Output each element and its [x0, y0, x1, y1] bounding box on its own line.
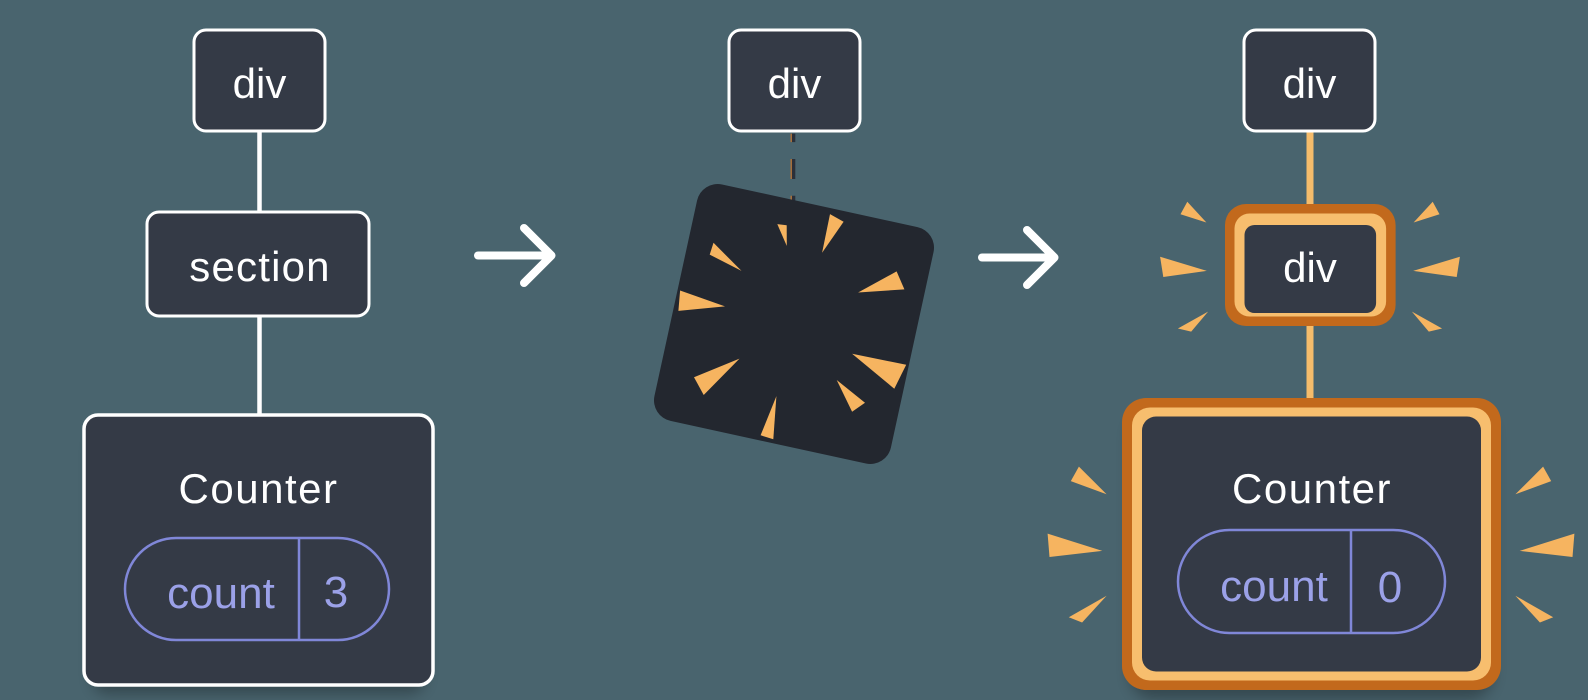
svg-text:Counter: Counter: [179, 465, 339, 512]
svg-text:count: count: [167, 569, 275, 618]
svg-text:0: 0: [1378, 563, 1402, 612]
svg-text:section: section: [189, 243, 330, 290]
svg-text:Counter: Counter: [1232, 465, 1392, 512]
svg-text:div: div: [1283, 244, 1337, 291]
svg-text:div: div: [768, 60, 822, 107]
svg-text:count: count: [1220, 562, 1328, 611]
svg-text:3: 3: [324, 568, 348, 617]
svg-text:div: div: [1283, 60, 1337, 107]
svg-text:div: div: [233, 60, 287, 107]
